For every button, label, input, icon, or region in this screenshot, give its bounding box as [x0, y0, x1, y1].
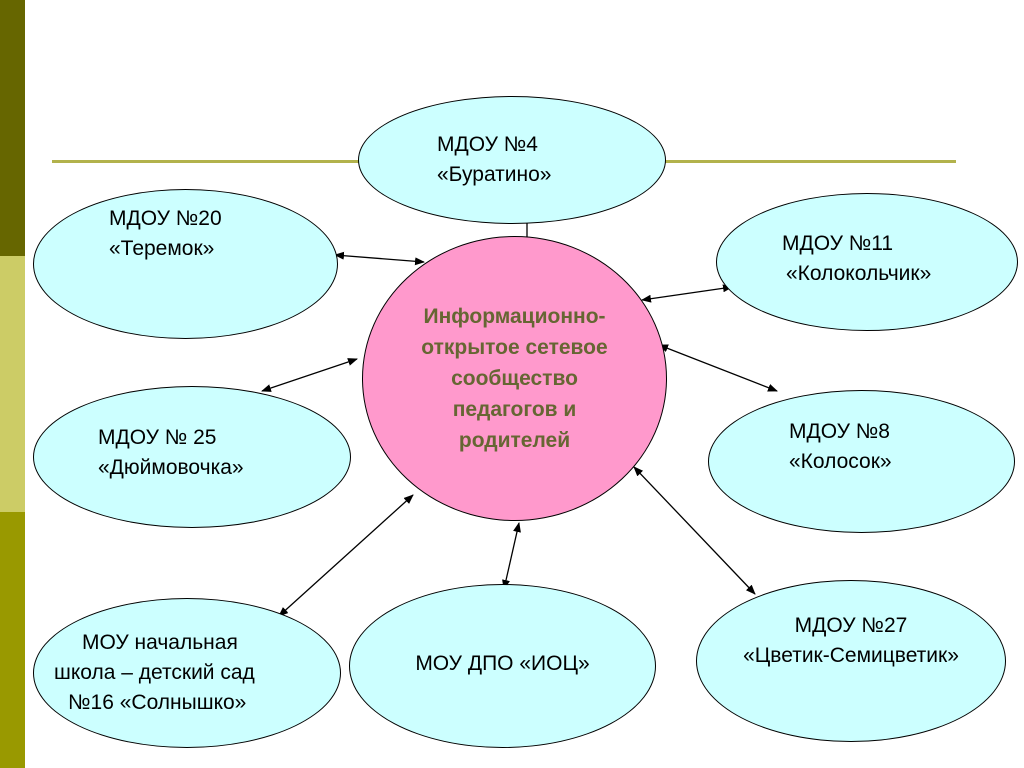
node-mou-16-line-2: школа – детский сад: [54, 661, 255, 684]
center-line-4: педагогов и: [452, 398, 577, 421]
node-mou-16: МОУ начальная школа – детский сад №16 «С…: [33, 598, 341, 748]
node-mdou-20-line-1: МДОУ №20: [109, 207, 222, 230]
node-mdou-11: МДОУ №11 «Колокольчик»: [716, 193, 1018, 331]
arrow-n27: [633, 466, 756, 595]
node-mdou-4-line-2: «Буратино»: [437, 163, 552, 186]
node-mdou-27-line-1: МДОУ №27: [794, 614, 908, 637]
sidebar-strip-top: [0, 0, 25, 256]
node-mdou-4-line-1: МДОУ №4: [437, 133, 538, 156]
node-mdou-20-line-2: «Теремок»: [109, 237, 215, 260]
node-mdou-25-line-1: МДОУ № 25: [98, 426, 217, 449]
arrow-n16: [278, 494, 414, 617]
node-mdou-20: МДОУ №20 «Теремок»: [33, 189, 338, 339]
node-mdou-8: МДОУ №8 «Колосок»: [708, 390, 1015, 533]
center-line-1: Информационно-: [423, 305, 606, 328]
center-line-5: родителей: [458, 429, 571, 452]
node-mdou-4: МДОУ №4 «Буратино»: [358, 96, 666, 224]
node-mou-16-line-1: МОУ начальная: [82, 631, 238, 654]
arrow-n25: [261, 358, 358, 392]
node-mdou-27-line-2: «Цветик-Семицветик»: [743, 644, 959, 667]
node-mdou-25: МДОУ № 25 «Дюймовочка»: [33, 386, 351, 528]
sidebar-strip-middle: [0, 256, 25, 512]
node-mou-dpo-ioc-line-1: МОУ ДПО «ИОЦ»: [415, 652, 590, 675]
node-mou-dpo-ioc: МОУ ДПО «ИОЦ»: [349, 584, 656, 748]
arrow-n8: [658, 344, 778, 392]
center-line-2: открытое сетевое: [421, 336, 608, 359]
node-mdou-25-line-2: «Дюймовочка»: [98, 456, 244, 479]
sidebar-strip-bottom: [0, 512, 25, 768]
node-mdou-11-line-2: «Колокольчик»: [786, 262, 932, 285]
node-mdou-8-line-1: МДОУ №8: [789, 419, 890, 443]
arrow-n11: [641, 284, 733, 303]
center-node: Информационно- открытое сетевое сообщест…: [362, 236, 667, 521]
arrow-n20: [334, 251, 425, 266]
node-mdou-27: МДОУ №27 «Цветик-Семицветик»: [696, 580, 1006, 742]
center-line-3: сообщество: [451, 367, 578, 390]
arrow-ioc: [502, 522, 521, 590]
node-mou-16-line-3: №16 «Солнышко»: [68, 691, 247, 714]
node-mdou-8-line-2: «Колосок»: [789, 449, 892, 473]
node-mdou-11-line-1: МДОУ №11: [782, 232, 894, 255]
